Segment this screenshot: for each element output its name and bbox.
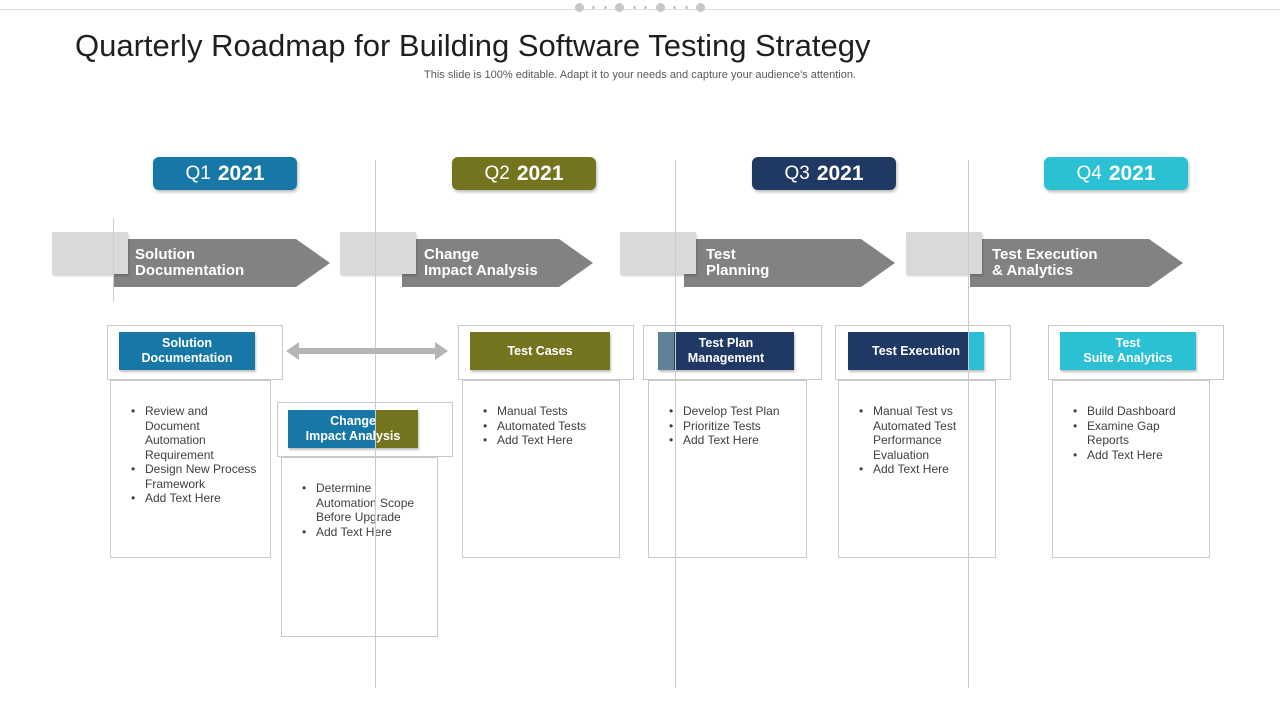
dot-icon — [673, 6, 677, 9]
quarter-divider-line-start — [113, 218, 114, 302]
timeline-connector-rect — [340, 232, 416, 274]
bullet-item: Add Text Here — [131, 491, 258, 506]
quarter-badge-q2: Q2 2021 — [452, 157, 596, 190]
quarter-badge-q1: Q1 2021 — [153, 157, 297, 190]
box-header-label: Solution Documentation — [119, 332, 255, 370]
bullet-item: Develop Test Plan — [669, 404, 794, 419]
top-dots-decoration — [575, 3, 705, 12]
timeline-arrow-solution-documentation: Solution Documentation — [113, 239, 330, 287]
timeline-connector-rect — [906, 232, 982, 274]
box-header-change-impact-analysis: Change Impact Analysis — [277, 402, 453, 457]
timeline-arrow-label: Test Execution & Analytics — [992, 245, 1098, 279]
bullet-item: Add Text Here — [483, 433, 607, 448]
box-body-test-suite-analytics: Build Dashboard Examine Gap Reports Add … — [1052, 380, 1210, 558]
bullet-list: Review and Document Automation Requireme… — [131, 404, 258, 506]
year-label: 2021 — [816, 161, 864, 185]
quarter-divider-line-q1-q2 — [375, 160, 376, 688]
timeline-arrow-test-execution-analytics: Test Execution & Analytics — [970, 239, 1183, 287]
quarter-divider-line-q3-q4 — [968, 160, 969, 688]
box-body-test-execution: Manual Test vs Automated Test Performanc… — [838, 380, 996, 558]
bullet-item: Add Text Here — [859, 462, 983, 477]
dot-icon — [603, 6, 607, 9]
quarter-badge-q4: Q4 2021 — [1044, 157, 1188, 190]
dot-icon — [695, 3, 705, 12]
timeline-arrow-label: Test Planning — [706, 245, 770, 279]
dot-icon — [655, 3, 665, 12]
bullet-item: Design New Process Framework — [131, 462, 258, 491]
box-header-test-execution: Test Execution — [835, 325, 1011, 380]
bullet-item: Prioritize Tests — [669, 419, 794, 434]
quarter-label: Q1 — [185, 162, 211, 184]
box-body-change-impact-analysis: Determine Automation Scope Before Upgrad… — [281, 457, 438, 637]
bullet-item: Build Dashboard — [1073, 404, 1197, 419]
bullet-item: Manual Tests — [483, 404, 607, 419]
quarter-label: Q3 — [784, 162, 810, 184]
bullet-list: Develop Test Plan Prioritize Tests Add T… — [669, 404, 794, 448]
timeline-arrow-label: Solution Documentation — [135, 245, 245, 279]
box-header-label: Test Execution — [848, 332, 984, 370]
bullet-item: Automated Tests — [483, 419, 607, 434]
box-header-label: Test Plan Management — [658, 332, 794, 370]
quarter-divider-line-q2-q3 — [675, 160, 676, 688]
bullet-item: Add Text Here — [1073, 448, 1197, 463]
box-body-solution-documentation: Review and Document Automation Requireme… — [110, 380, 271, 558]
box-header-label: Test Suite Analytics — [1060, 332, 1196, 370]
timeline-arrow-change-impact-analysis: Change Impact Analysis — [402, 239, 593, 287]
bullet-list: Build Dashboard Examine Gap Reports Add … — [1073, 404, 1197, 462]
dot-icon — [592, 6, 596, 9]
timeline-arrow-test-planning: Test Planning — [684, 239, 895, 287]
bullet-list: Determine Automation Scope Before Upgrad… — [302, 481, 425, 539]
bullet-item: Review and Document Automation Requireme… — [131, 404, 258, 462]
year-label: 2021 — [217, 161, 265, 185]
box-body-test-cases: Manual Tests Automated Tests Add Text He… — [462, 380, 620, 558]
top-divider-line — [0, 9, 1280, 10]
dot-icon — [684, 6, 688, 9]
bullet-item: Determine Automation Scope Before Upgrad… — [302, 481, 425, 525]
quarter-label: Q4 — [1076, 162, 1102, 184]
box-body-test-plan-management: Develop Test Plan Prioritize Tests Add T… — [648, 380, 807, 558]
timeline-connector-rect — [52, 232, 128, 274]
box-header-solution-documentation: Solution Documentation — [107, 325, 283, 380]
dot-icon — [632, 6, 636, 9]
slide-subtitle: This slide is 100% editable. Adapt it to… — [424, 69, 856, 81]
bullet-item: Add Text Here — [302, 525, 425, 540]
quarter-label: Q2 — [484, 162, 510, 184]
dot-icon — [575, 3, 584, 12]
dot-icon — [615, 3, 625, 12]
bullet-list: Manual Tests Automated Tests Add Text He… — [483, 404, 607, 448]
slide-title: Quarterly Roadmap for Building Software … — [75, 28, 871, 63]
box-header-test-suite-analytics: Test Suite Analytics — [1048, 325, 1224, 380]
quarter-badge-q3: Q3 2021 — [752, 157, 896, 190]
box-header-label: Test Cases — [470, 332, 610, 370]
year-label: 2021 — [516, 161, 564, 185]
bullet-list: Manual Test vs Automated Test Performanc… — [859, 404, 983, 477]
bullet-item: Examine Gap Reports — [1073, 419, 1197, 448]
box-header-test-cases: Test Cases — [458, 325, 634, 380]
timeline-arrow-label: Change Impact Analysis — [424, 245, 538, 279]
bullet-item: Manual Test vs Automated Test Performanc… — [859, 404, 983, 462]
box-header-label: Change Impact Analysis — [288, 410, 418, 448]
double-arrow-connector-icon — [286, 342, 448, 360]
year-label: 2021 — [1108, 161, 1156, 185]
dot-icon — [644, 6, 648, 9]
timeline-connector-rect — [620, 232, 696, 274]
bullet-item: Add Text Here — [669, 433, 794, 448]
box-header-test-plan-management: Test Plan Management — [643, 325, 822, 380]
